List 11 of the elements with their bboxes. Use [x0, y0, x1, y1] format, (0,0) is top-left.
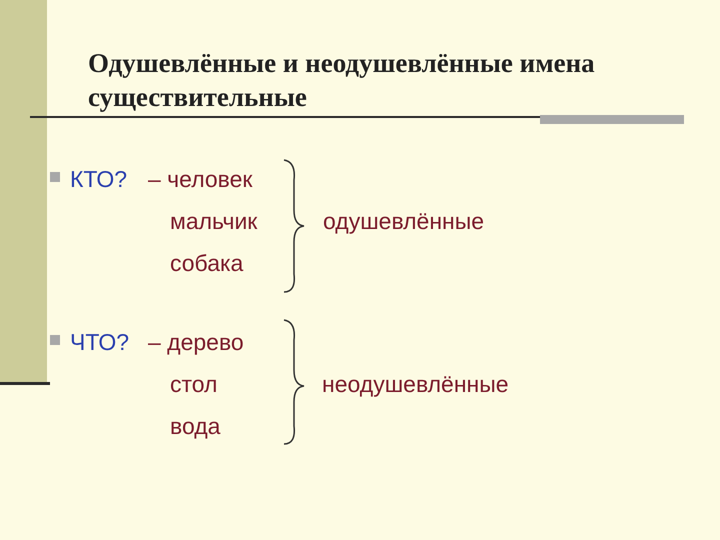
- word-label: неодушевлённые: [322, 370, 509, 398]
- word-label: – дерево: [148, 328, 244, 356]
- question-word: КТО?: [70, 165, 128, 193]
- word-label: мальчик: [170, 207, 258, 235]
- word-label: – человек: [148, 165, 252, 193]
- question-word: ЧТО?: [70, 328, 130, 356]
- slide-title: Одушевлённые и неодушевлённые имена существительные: [88, 47, 596, 114]
- word-label: собака: [170, 249, 244, 277]
- word-label: вода: [170, 412, 220, 440]
- word-label: стол: [170, 370, 218, 398]
- word-label: одушевлённые: [323, 207, 484, 235]
